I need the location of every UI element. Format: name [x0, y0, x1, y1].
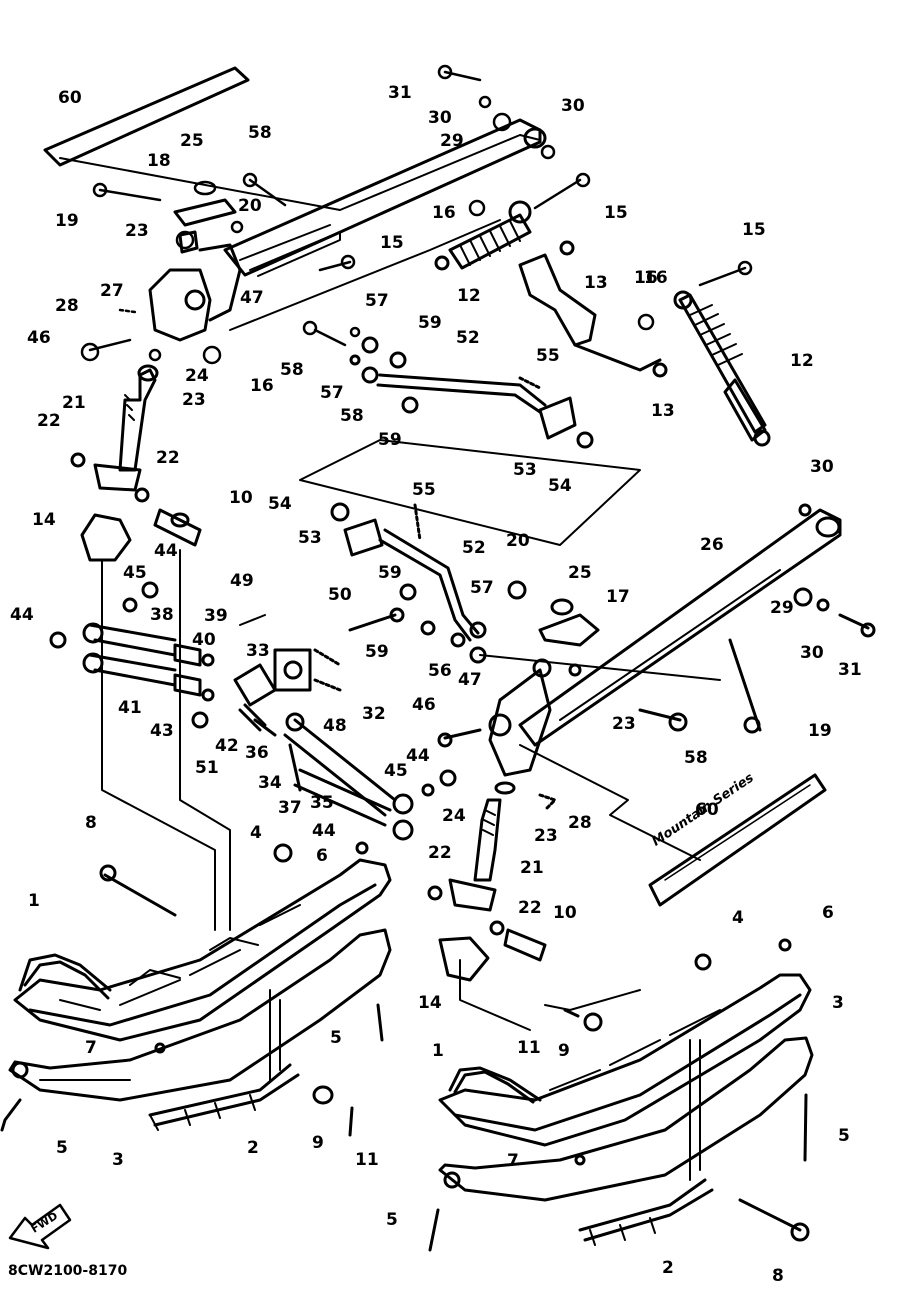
steering-arm-upper [223, 118, 547, 277]
radius-rods-center [283, 712, 457, 841]
diagram-code: 8CW2100-8170 [8, 1263, 128, 1279]
hardware-top [80, 64, 753, 365]
shock-bracket [518, 240, 668, 378]
decal-strip-top [43, 66, 250, 167]
lower-knuckle [437, 580, 761, 777]
fwd-arrow-icon [8, 1203, 72, 1250]
center-links [233, 614, 342, 737]
decal-strip-lower [648, 773, 827, 907]
shock-absorber-right [673, 290, 771, 447]
spindle-left [70, 364, 159, 503]
ski-right [428, 938, 814, 1252]
linkage-rod-upper [349, 336, 594, 449]
steering-arm-lower [518, 503, 876, 747]
linkage-rod-lower [330, 502, 487, 664]
upper-knuckle [148, 198, 242, 342]
radius-rods-left [49, 581, 215, 729]
bracket-left [80, 508, 202, 562]
shock-absorber-upper [434, 200, 532, 271]
spindle-right [427, 781, 557, 982]
ski-left [0, 841, 392, 1137]
assembly-outline-lower [101, 549, 721, 1031]
